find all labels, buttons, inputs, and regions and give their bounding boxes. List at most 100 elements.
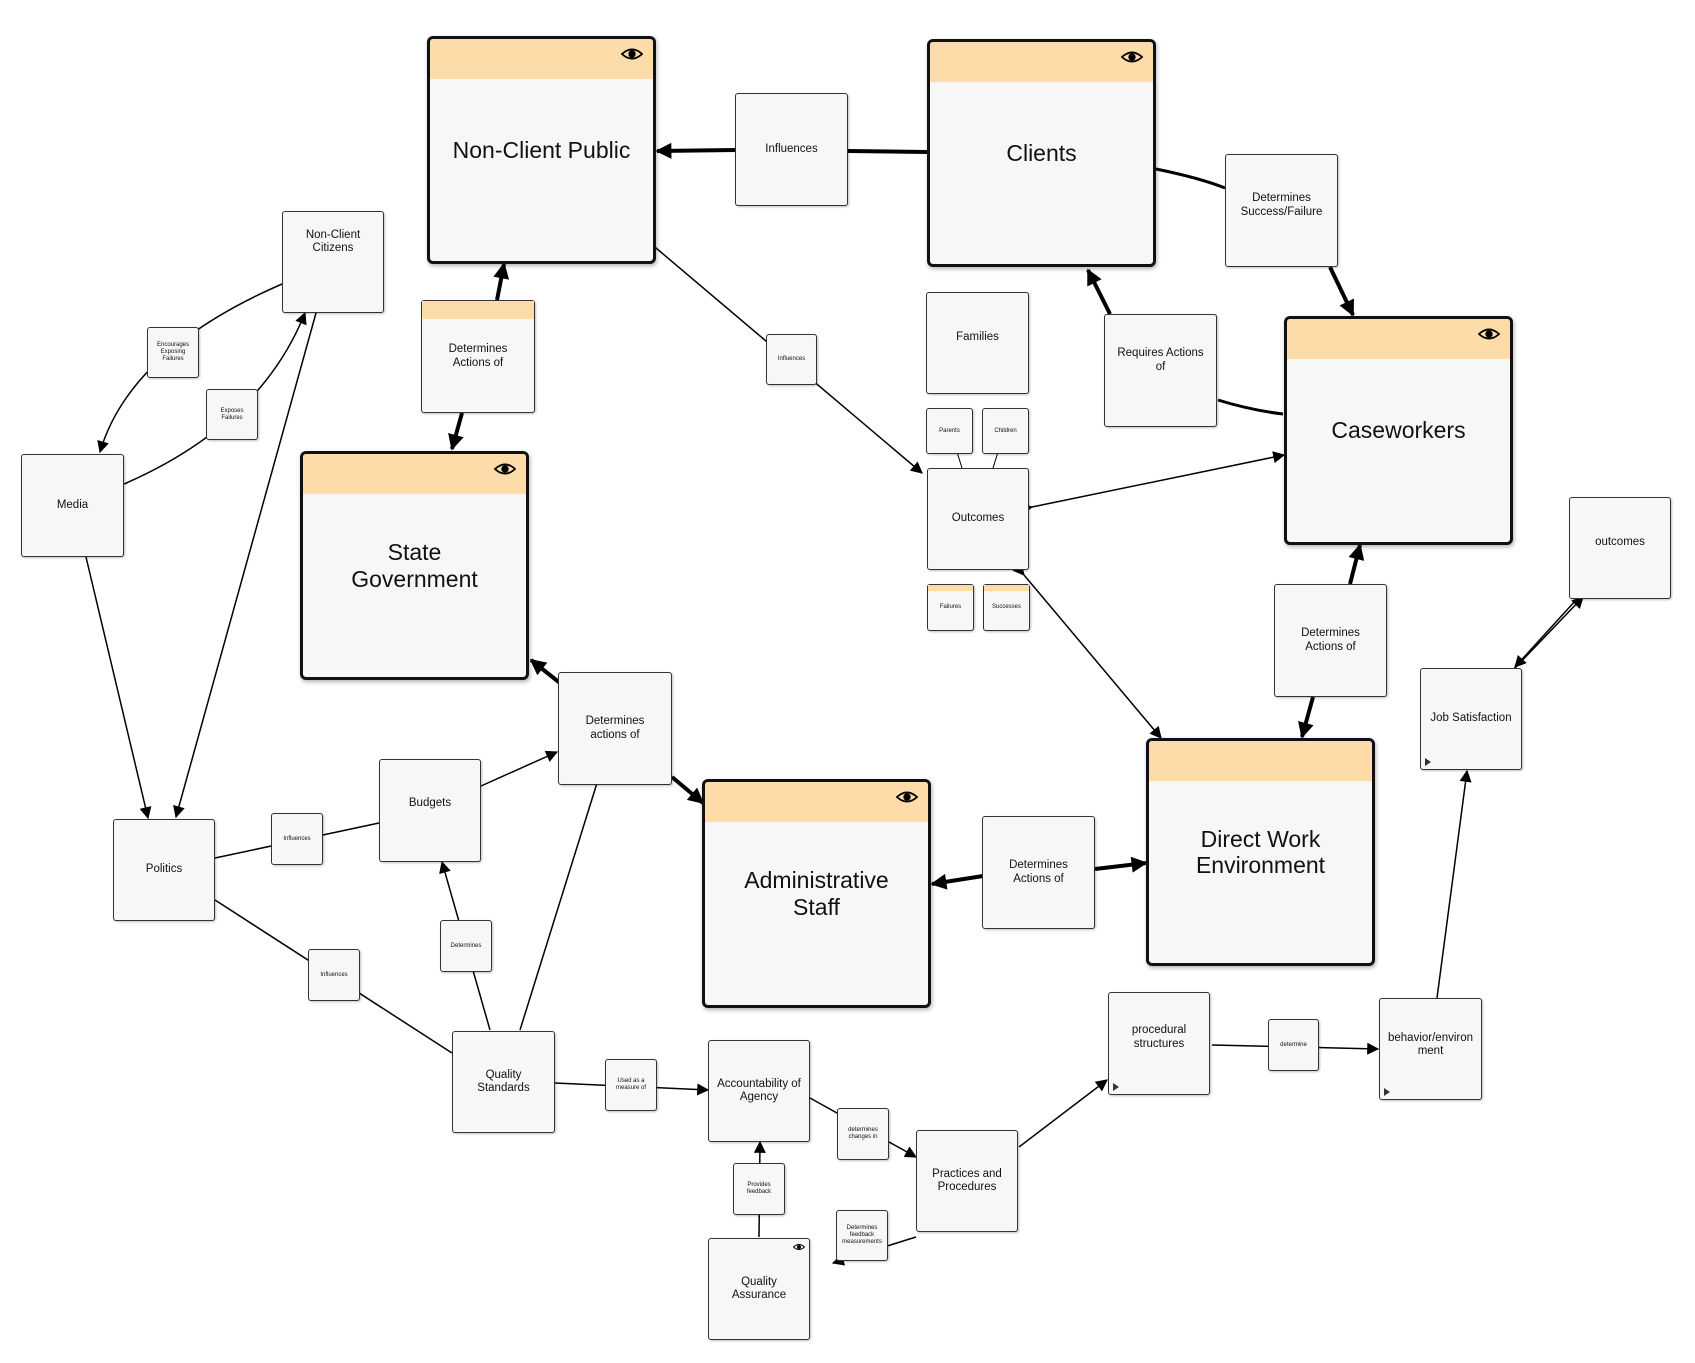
edge-label: Determines feedback measurements	[842, 1225, 882, 1245]
edge-budgets-center	[480, 750, 559, 787]
eye-icon[interactable]	[621, 47, 643, 61]
node-label: Accountability of Agency	[717, 1077, 801, 1103]
edge-label: Exposes Failures	[220, 407, 244, 421]
edge-dao-dwe	[1298, 696, 1315, 739]
node-header	[1287, 319, 1510, 359]
triangle-corner-icon[interactable]	[1425, 758, 1431, 766]
node-non-client-citizens[interactable]: Non-Client Citizens	[282, 211, 384, 313]
node-non-client-public[interactable]: Non-Client Public	[427, 36, 656, 264]
node-label: Outcomes	[951, 512, 1005, 525]
edge-label: Influences	[765, 142, 818, 155]
node-label: behavior/environ ment	[1387, 1031, 1474, 1057]
node-children[interactable]: Children	[982, 408, 1029, 454]
edge-label-influences-politics-budgets[interactable]: Influences	[271, 813, 323, 865]
node-quality-standards[interactable]: Quality Standards	[452, 1031, 555, 1133]
node-label: Families	[956, 331, 999, 344]
eye-icon[interactable]	[793, 1243, 805, 1251]
node-label: Direct Work Environment	[1195, 825, 1326, 878]
node-parents[interactable]: Parents	[926, 408, 973, 454]
edge-label: Requires Actions of	[1117, 347, 1204, 373]
node-header	[984, 585, 1029, 591]
node-label: procedural structures	[1131, 1024, 1187, 1050]
node-state-government[interactable]: State Government	[300, 451, 529, 680]
edge-label-determines-changes-in[interactable]: determines changes in	[837, 1108, 889, 1160]
node-label: Successes	[992, 604, 1022, 611]
node-practices-and-procedures[interactable]: Practices and Procedures	[916, 1130, 1018, 1232]
edge-practices-procedural	[1018, 1079, 1108, 1148]
node-label: Budgets	[408, 796, 452, 809]
edge-label-requires-actions-of[interactable]: Requires Actions of	[1104, 314, 1217, 427]
edge-dao-dwe2	[1094, 856, 1148, 873]
edge-label: Determines Success/Failure	[1240, 192, 1323, 218]
edge-label-determines[interactable]: Determines	[440, 920, 492, 972]
node-label: Quality Assurance	[731, 1275, 787, 1301]
edge-label-influences-mid[interactable]: Influences	[766, 334, 817, 385]
node-label: outcomes	[1595, 536, 1645, 549]
node-label: Parents	[939, 427, 960, 434]
node-accountability-of-agency[interactable]: Accountability of Agency	[708, 1040, 810, 1142]
edge-clients-influences	[847, 149, 928, 154]
eye-icon[interactable]	[1478, 327, 1500, 341]
node-media[interactable]: Media	[21, 454, 124, 557]
edge-label-influences-top[interactable]: Influences	[735, 93, 848, 206]
node-procedural-structures[interactable]: procedural structures	[1108, 992, 1210, 1095]
edge-label-determines-actions-of-admin[interactable]: Determines Actions of	[982, 816, 1095, 929]
triangle-corner-icon[interactable]	[1113, 1083, 1119, 1091]
node-header	[430, 39, 653, 79]
edge-label: Provides feedback	[746, 1182, 772, 1195]
edge-label-used-as-measure-of[interactable]: Used as a measure of	[605, 1059, 657, 1111]
node-politics[interactable]: Politics	[113, 819, 215, 921]
edge-dao-caseworkers	[1348, 543, 1365, 585]
edge-label-determines-actions-of-state[interactable]: Determines Actions of	[421, 300, 535, 413]
edge-label-influences-politics-quality[interactable]: Influences	[308, 949, 360, 1001]
edge-label-determines-actions-of-center[interactable]: Determines actions of	[558, 672, 672, 785]
edge-label-provides-feedback[interactable]: Provides feedback	[733, 1163, 785, 1215]
node-behavior-environment[interactable]: behavior/environ ment	[1379, 998, 1482, 1100]
node-caseworkers[interactable]: Caseworkers	[1284, 316, 1513, 545]
node-header	[1149, 741, 1372, 781]
edge-label-determine[interactable]: determine	[1268, 1019, 1319, 1071]
edge-label: Determines actions of	[585, 715, 645, 741]
edge-parents-outcomes	[956, 451, 963, 469]
edge-label: determines changes in	[848, 1127, 878, 1140]
node-budgets[interactable]: Budgets	[379, 759, 481, 862]
eye-icon[interactable]	[1121, 50, 1143, 64]
edge-quality-center	[519, 782, 598, 1031]
eye-icon[interactable]	[896, 790, 918, 804]
edge-label-determines-actions-of-dwe[interactable]: Determines Actions of	[1274, 584, 1387, 697]
node-label: Non-Client Public	[452, 136, 631, 163]
node-header	[422, 301, 534, 319]
node-outcomes[interactable]: Outcomes	[927, 468, 1029, 570]
edge-label: Used as a measure of	[615, 1078, 646, 1091]
node-label: Politics	[145, 863, 183, 876]
edge-rao-clients	[1086, 268, 1112, 315]
eye-icon[interactable]	[494, 462, 516, 476]
node-clients[interactable]: Clients	[927, 39, 1156, 267]
edge-dao-noncp	[493, 262, 510, 301]
edge-label: Determines Actions of	[1301, 627, 1360, 653]
node-failures[interactable]: Failures	[927, 584, 974, 631]
edge-dao-admin	[930, 873, 984, 890]
node-label: Caseworkers	[1331, 417, 1466, 444]
node-outcomes-lower[interactable]: outcomes	[1569, 497, 1671, 599]
node-direct-work-environment[interactable]: Direct Work Environment	[1146, 738, 1375, 966]
edge-label-encourages-exposing-failures[interactable]: Encourages Exposing Failures	[147, 327, 199, 378]
edge-label-determines-success-failure[interactable]: Determines Success/Failure	[1225, 154, 1338, 267]
triangle-corner-icon[interactable]	[1384, 1088, 1390, 1096]
node-job-satisfaction[interactable]: Job Satisfaction	[1420, 668, 1522, 770]
node-label: Media	[56, 498, 89, 511]
node-label: Practices and Procedures	[932, 1167, 1002, 1193]
edge-children-outcomes	[992, 451, 999, 469]
edge-label: Influences	[283, 835, 311, 842]
node-label: Failures	[939, 604, 962, 611]
node-label: State Government	[351, 539, 478, 592]
edge-label-determines-feedback-measurements[interactable]: Determines feedback measurements	[836, 1210, 888, 1261]
node-quality-assurance[interactable]: Quality Assurance	[708, 1238, 810, 1340]
node-successes[interactable]: Successes	[983, 584, 1030, 631]
edge-label: Influences	[777, 356, 806, 363]
edge-label-exposes-failures[interactable]: Exposes Failures	[206, 389, 258, 440]
node-administrative-staff[interactable]: Administrative Staff	[702, 779, 931, 1008]
edge-outcomes-jobsat	[1514, 599, 1577, 668]
node-families[interactable]: Families	[926, 292, 1029, 394]
edge-label: Encourages Exposing Failures	[156, 342, 190, 362]
